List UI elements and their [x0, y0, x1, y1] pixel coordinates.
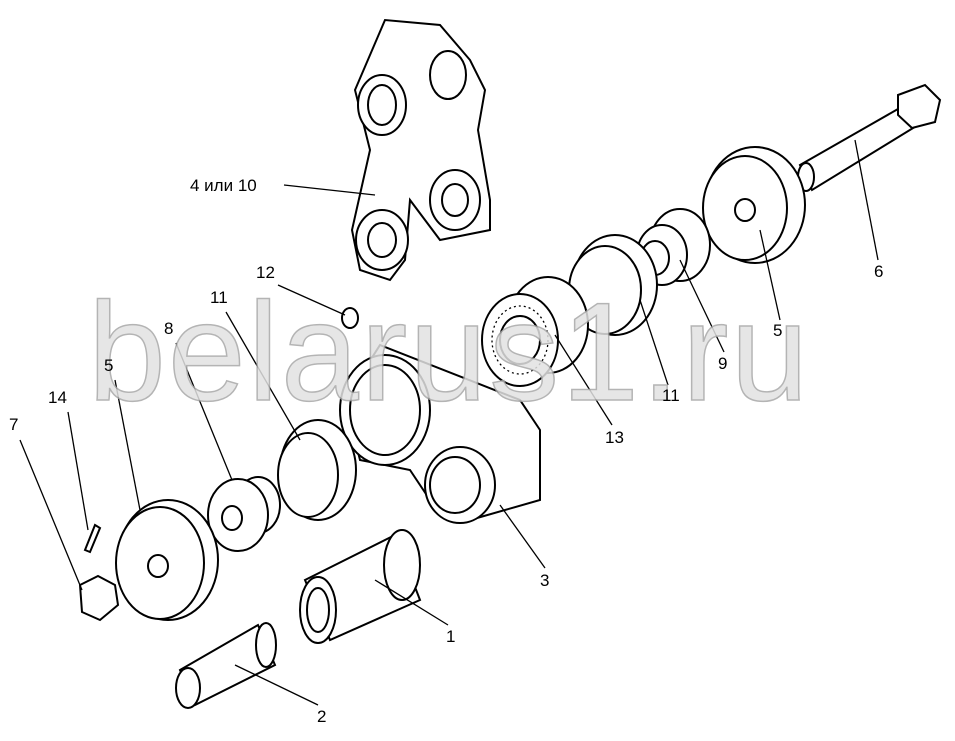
label-part-4-10: 4 или 10: [190, 176, 257, 195]
washer-part-5-right: [702, 146, 806, 264]
label-part-7: 7: [9, 415, 19, 434]
bearing-part-13: [481, 276, 589, 387]
castle-nut-part-7: [78, 574, 120, 622]
label-part-1: 1: [446, 627, 456, 646]
bushing-part-8: [207, 476, 281, 552]
cotter-pin-part-14: [83, 523, 102, 554]
label-part-12: 12: [256, 263, 275, 282]
bolt-part-6: [797, 83, 942, 192]
label-part-5-left: 5: [104, 356, 114, 375]
lever-part-4-10: [350, 18, 491, 282]
leader-lines: [19, 139, 879, 706]
label-part-11-right: 11: [662, 386, 680, 405]
ring-part-11-left: [277, 419, 357, 521]
label-part-6: 6: [874, 262, 884, 281]
label-part-9: 9: [718, 354, 728, 373]
label-part-3: 3: [540, 571, 550, 590]
label-part-2: 2: [317, 707, 327, 726]
grease-fitting-part-12: [341, 307, 359, 329]
washer-part-5-left: [115, 499, 219, 621]
housing-part-3: [339, 343, 541, 524]
label-part-11-left: 11: [210, 288, 228, 307]
label-part-14: 14: [48, 388, 67, 407]
pin-part-2: [175, 622, 277, 709]
label-part-13: 13: [605, 428, 624, 447]
label-part-8: 8: [164, 319, 174, 338]
sleeve-part-1: [299, 529, 422, 644]
label-part-5-right: 5: [773, 321, 783, 340]
